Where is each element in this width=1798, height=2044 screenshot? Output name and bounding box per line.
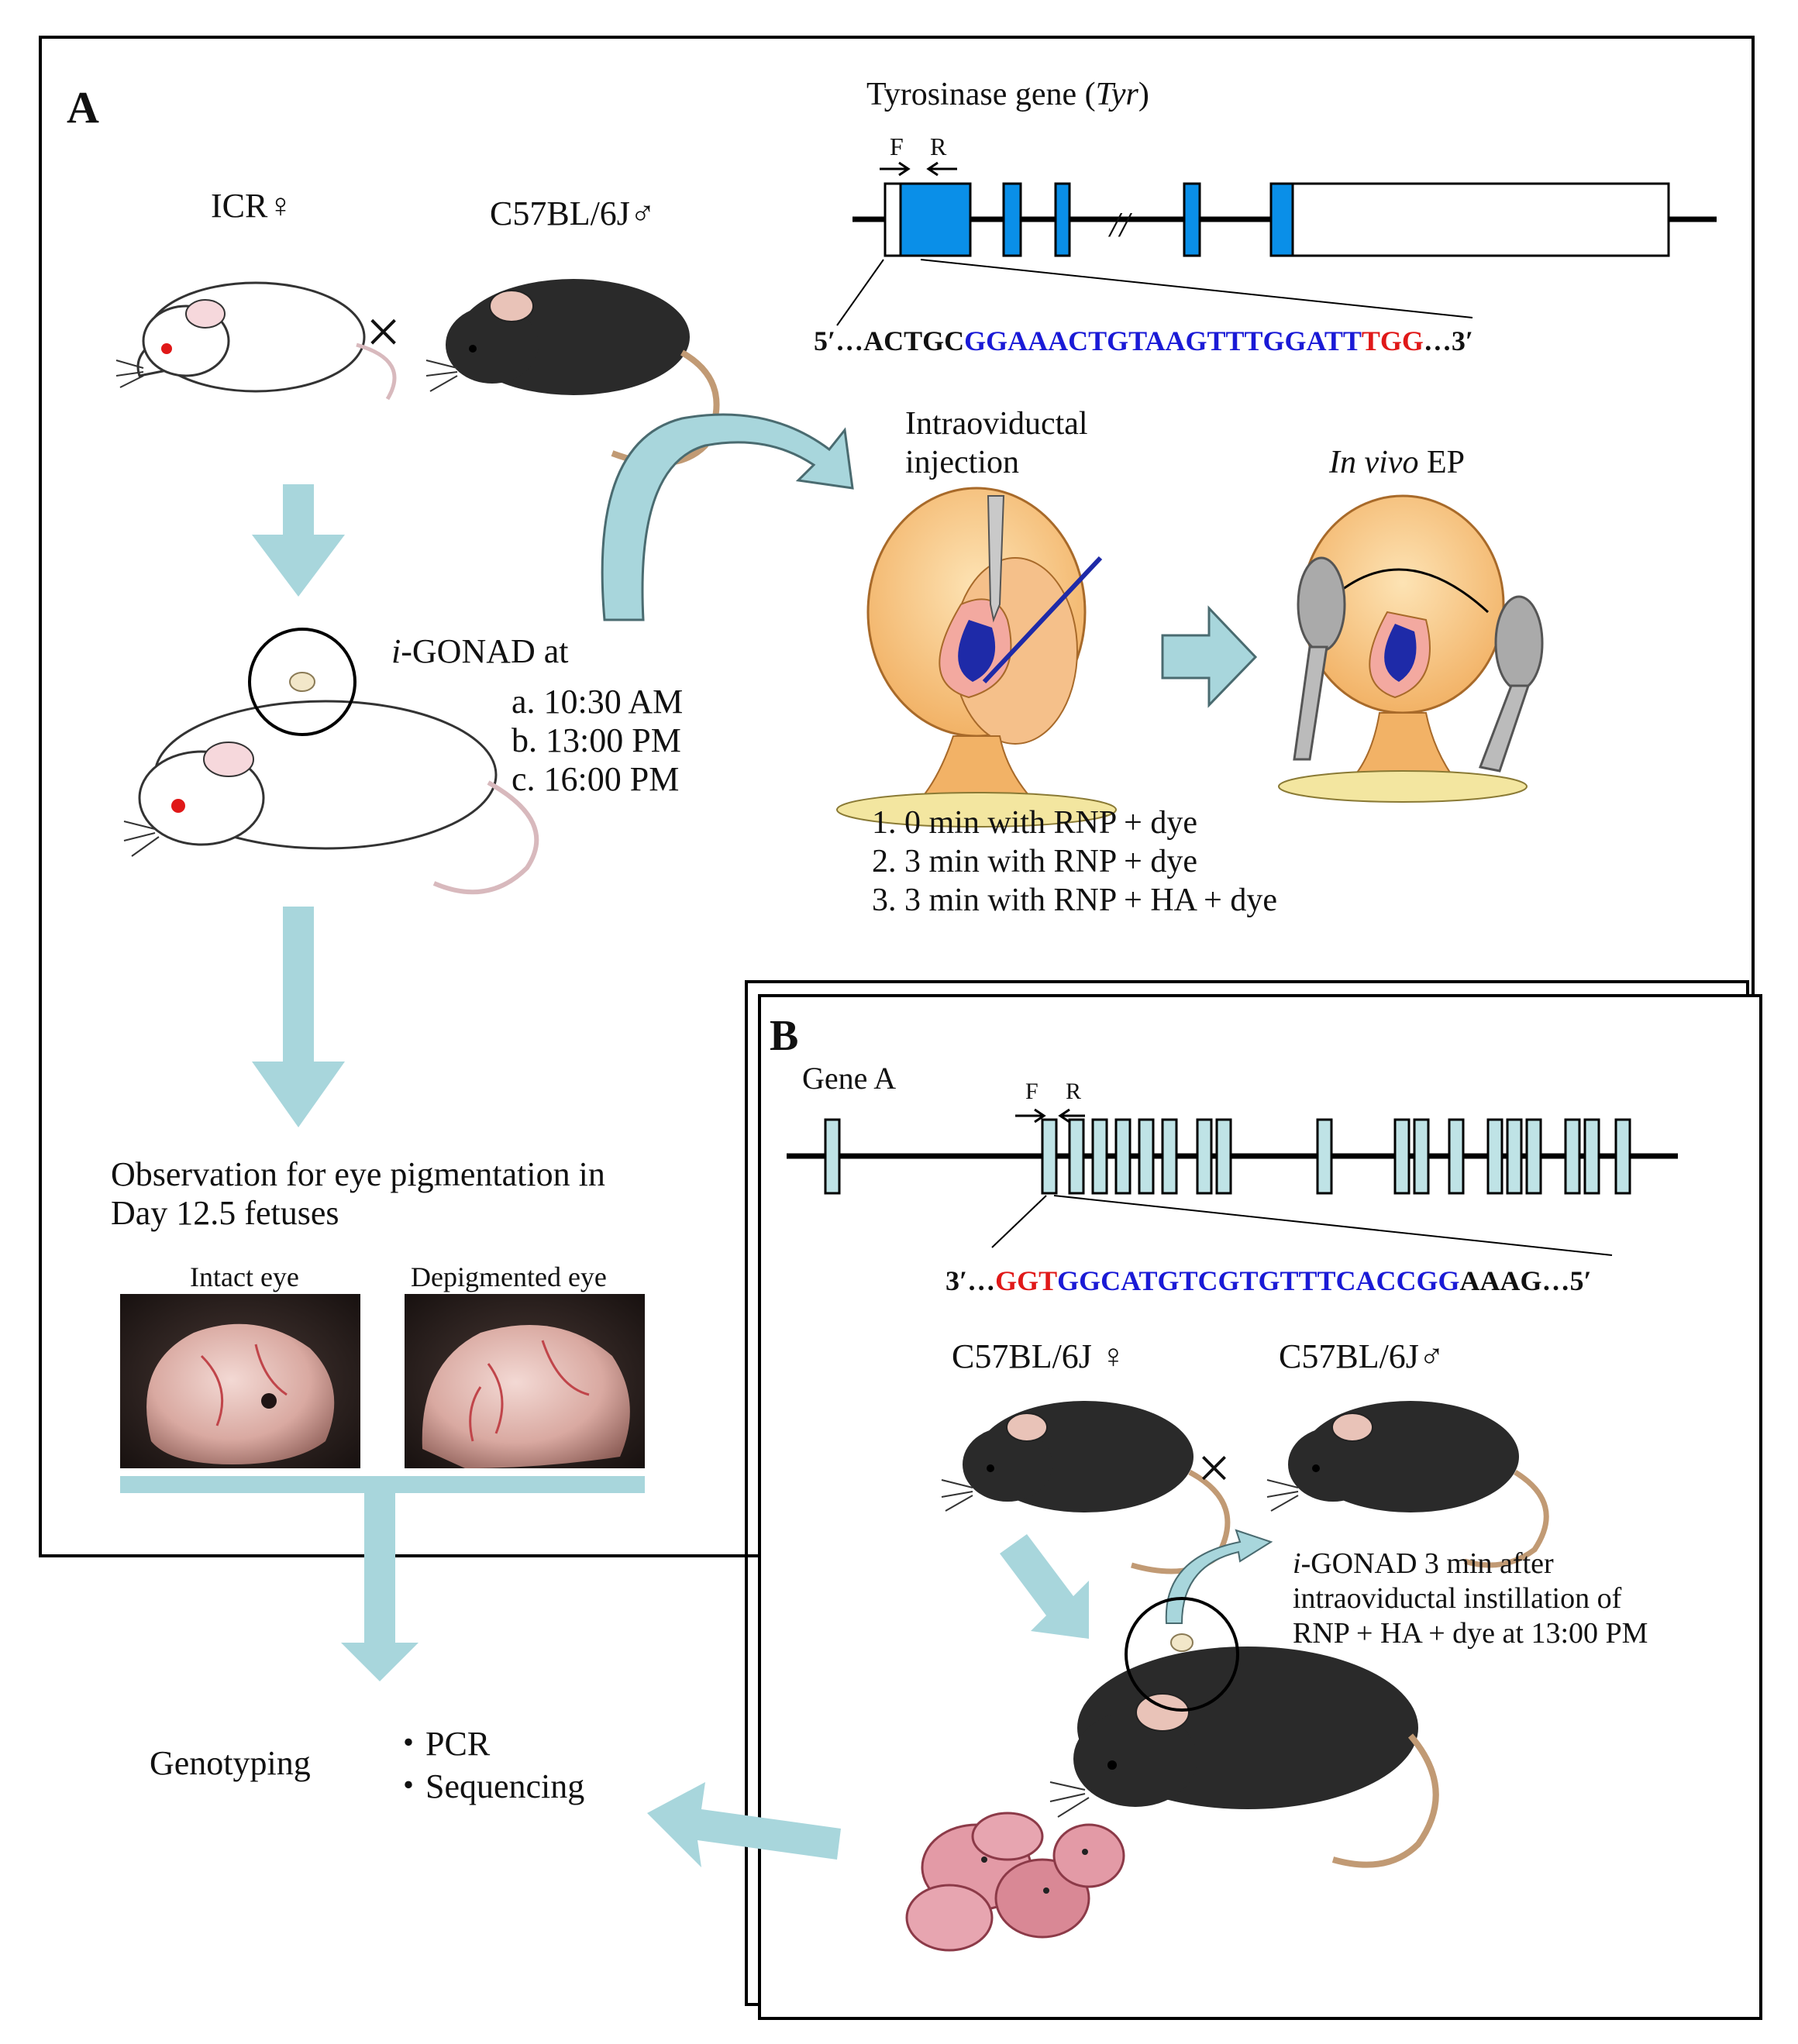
male-strain-label: C57BL/6J♂: [490, 194, 656, 232]
condition-1: 1. 0 min with RNP + dye: [872, 805, 1197, 841]
gene-a-exon: [1393, 1118, 1410, 1195]
gene-a-exons: [824, 1118, 1631, 1195]
depigmented-eye-photo: [405, 1294, 645, 1468]
genotyping-method-sequencing: ・Sequencing: [391, 1767, 584, 1805]
igonad-label: i-GONAD at: [391, 632, 569, 670]
tyr-utr5: [884, 182, 902, 257]
b-male-strain-label: C57BL/6J♂: [1279, 1337, 1445, 1375]
tyr-sequence: 5′…ACTGCGGAAACTGTAAGTTTGGATTTGG…3′: [814, 325, 1473, 356]
b-curved-arrow: [1165, 1529, 1273, 1624]
gene-a-exon: [1614, 1118, 1631, 1195]
b-igonad-line-1: i-GONAD 3 min after: [1293, 1547, 1554, 1580]
gene-a-zoom-line-left: [991, 1195, 1047, 1248]
tyr-primer-r: R: [930, 132, 947, 160]
tyr-zoom-line-left: [836, 259, 884, 326]
b-male-black-mouse-icon: [1266, 1401, 1549, 1568]
b-igonad-line-2: intraoviductal instillation of: [1293, 1582, 1622, 1615]
tyr-zoom-line-right: [920, 259, 1473, 318]
gene-a-name: Gene A: [802, 1061, 896, 1096]
merge-arrowhead: [341, 1643, 418, 1681]
injection-title-2: injection: [905, 445, 1019, 480]
in-vivo-ep-title: In vivo EP: [1328, 445, 1465, 480]
gene-a-exon: [1138, 1118, 1155, 1195]
electroporation-illustration: [1278, 494, 1544, 803]
condition-2: 2. 3 min with RNP + dye: [872, 844, 1197, 879]
panel-b-frame: [758, 994, 1762, 2020]
white-mouse-operation-icon: [123, 700, 539, 895]
down-arrow-1: [252, 484, 345, 597]
merge-stem: [364, 1488, 395, 1643]
gene-a-primer-r: R: [1066, 1079, 1081, 1104]
gene-a-exon: [1091, 1118, 1108, 1195]
b-igonad-line-3: RNP + HA + dye at 13:00 PM: [1293, 1617, 1648, 1650]
cross-symbol-a: ×: [366, 298, 401, 366]
genotyping-method-pcr: ・PCR: [391, 1725, 491, 1763]
right-arrow-ep: [1161, 605, 1258, 708]
gene-a-exon: [1114, 1118, 1132, 1195]
injection-title-1: Intraoviductal: [905, 406, 1088, 442]
gene-a-exon: [1068, 1118, 1085, 1195]
observation-line-2: Day 12.5 fetuses: [111, 1194, 339, 1232]
gene-a-exon: [1215, 1118, 1232, 1195]
b-female-strain-label: C57BL/6J ♀: [952, 1337, 1126, 1375]
gene-a-arrow-f: [1015, 1108, 1046, 1124]
tyr-primer-f: F: [890, 132, 904, 160]
gene-a-exon: [1316, 1118, 1333, 1195]
oviduct-exposure-icon: [289, 672, 315, 692]
observation-line-1: Observation for eye pigmentation in: [111, 1155, 605, 1193]
igonad-time-b: b. 13:00 PM: [512, 721, 681, 759]
gene-a-exon: [1196, 1118, 1213, 1195]
gene-a-exon: [1525, 1118, 1542, 1195]
tyr-exon-1: [899, 182, 972, 257]
gene-a-exon: [1564, 1118, 1581, 1195]
white-mouse-icon: [115, 281, 397, 401]
b-oviduct-exposure-icon: [1170, 1633, 1194, 1652]
curved-arrow-to-injection: [601, 413, 854, 621]
gene-a-exon: [1506, 1118, 1523, 1195]
tyr-break-mark: //: [1107, 205, 1133, 244]
gene-a-sequence: 3′…GGTGGCATGTCGTGTTTCACCGGAAAG…5′: [946, 1265, 1592, 1296]
igonad-time-c: c. 16:00 PM: [512, 760, 679, 798]
gene-a-exon: [1448, 1118, 1465, 1195]
tyr-exon-3: [1054, 182, 1071, 257]
tyr-exon-4: [1183, 182, 1201, 257]
panel-a-label: A: [67, 82, 99, 132]
gene-a-primer-f: F: [1025, 1079, 1038, 1104]
female-strain-label: ICR♀: [211, 187, 293, 225]
b-surgery-site-circle: [1125, 1597, 1239, 1712]
tyr-arrow-r: [926, 161, 957, 177]
oviduct-injection-illustration: [836, 487, 1117, 828]
b-operated-black-mouse-icon: [1049, 1647, 1439, 1868]
gene-a-exon: [1041, 1118, 1058, 1195]
gene-a-arrow-r: [1058, 1108, 1085, 1124]
tyr-arrow-f: [880, 161, 911, 177]
gene-a-exon: [1161, 1118, 1178, 1195]
surgery-site-circle: [248, 628, 356, 736]
panel-b-label: B: [770, 1012, 798, 1060]
genotyping-label: Genotyping: [150, 1744, 311, 1782]
gene-a-zoom-line-right: [1053, 1195, 1613, 1256]
b-diagonal-arrow: [1000, 1534, 1089, 1639]
tyr-gene-title: Tyrosinase gene (Tyr): [866, 77, 1149, 112]
depigmented-eye-label: Depigmented eye: [411, 1261, 607, 1292]
tyr-exon-2: [1002, 182, 1022, 257]
gene-a-exon: [824, 1118, 841, 1195]
cross-symbol-b: ×: [1197, 1436, 1231, 1501]
tyr-utr3: [1291, 182, 1670, 257]
condition-3: 3. 3 min with RNP + HA + dye: [872, 883, 1277, 918]
down-arrow-2: [252, 907, 345, 1127]
gene-a-exon: [1486, 1118, 1504, 1195]
igonad-time-a: a. 10:30 AM: [512, 683, 683, 721]
gene-a-exon: [1413, 1118, 1430, 1195]
gene-a-exon: [1583, 1118, 1600, 1195]
intact-eye-label: Intact eye: [190, 1261, 299, 1292]
left-arrow-genotyping: [647, 1782, 841, 1867]
intact-eye-photo: [120, 1294, 360, 1468]
tyr-exon-5: [1269, 182, 1294, 257]
b-female-black-mouse-icon: [941, 1401, 1231, 1574]
merge-bracket: [120, 1476, 645, 1493]
fetuses-icon: [905, 1812, 1125, 1952]
